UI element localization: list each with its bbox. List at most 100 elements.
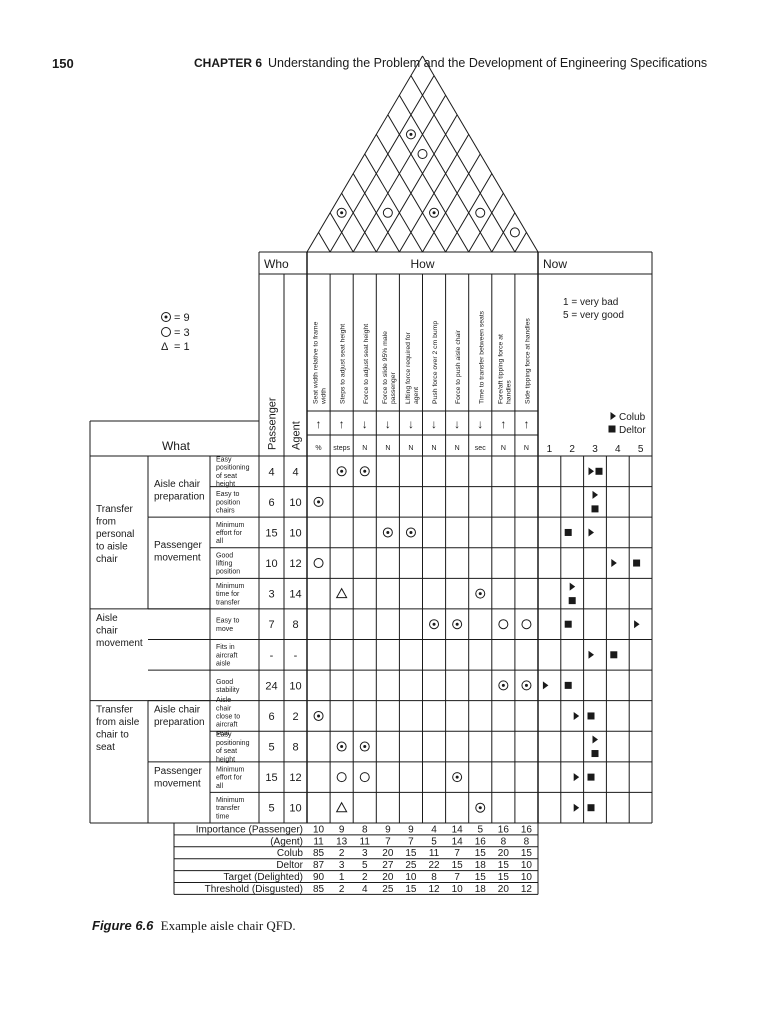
agent-weight: 4 [292,466,298,478]
direction-arrow: ↑ [500,417,506,431]
bottom-row-value: 11 [313,836,324,847]
deltor-rating-marker [568,597,576,605]
how-column-header: Seat width relative to frame [313,321,320,404]
roof-grid-line [422,55,539,253]
how-column-header: Fore/aft tipping force at [497,334,504,404]
unit-label: N [455,445,460,452]
relationship-symbol-dot [317,714,321,718]
bottom-row-value: 3 [362,848,368,859]
bottom-row-value: 10 [521,872,533,883]
subgroup-label: movement [154,553,201,564]
subgroup-label: Passenger [154,540,202,551]
now-scale-bad: 1 = very bad [563,297,618,308]
requirement-label: Fits in [216,644,235,651]
bottom-row-value: 5 [362,860,368,871]
requirement-label: Good [216,679,233,686]
relationship-symbol [336,772,347,783]
requirement-label: Easy [216,456,232,463]
unit-label: N [501,445,506,452]
bottom-row-value: 90 [313,872,325,883]
chapter-title: Understanding the Problem and the Develo… [268,56,708,70]
bottom-row-value: 10 [521,860,533,871]
bottom-row-value: 8 [524,836,530,847]
agent-weight: 10 [289,527,301,539]
deltor-rating-marker [591,505,599,513]
relationship-symbol-dot [501,683,505,687]
requirement-label: of seat [216,473,237,480]
relationship-symbol-dot [317,500,321,504]
relationship-symbol-dot [455,775,459,779]
subgroup-label: movement [154,778,201,789]
who-header: Who [264,257,289,271]
bottom-row-value: 8 [362,824,368,835]
how-header: How [410,257,434,271]
requirement-label: positioning [216,465,250,472]
unit-label: steps [333,445,350,452]
legend-medium-symbol [161,327,171,337]
legend-strong-label: = 9 [174,312,190,324]
requirement-label: aisle [216,660,231,667]
now-scale-number: 2 [569,444,575,455]
bottom-row-value: 8 [501,836,507,847]
how-column-header: Steps to adjust seat height [340,324,347,404]
group-label: chair [96,554,118,565]
legend-deltor-marker [608,425,616,433]
relationship-symbol [521,680,532,691]
roof-grid-line [410,75,516,253]
now-scale-number: 1 [547,444,553,455]
colub-rating-marker [588,467,594,476]
direction-arrow: ↓ [477,417,483,431]
bottom-row-value: 12 [428,884,440,895]
bottom-row-value: 9 [339,824,345,835]
how-column-header: Lifting force required for [405,331,412,404]
relationship-symbol-dot [340,469,344,473]
relationship-symbol [359,741,370,752]
bottom-row-value: 9 [385,824,391,835]
bottom-row-label: Importance (Passenger) [196,824,303,835]
deltor-rating-marker [595,467,603,475]
requirement-label: Easy to [216,618,239,625]
requirement-label: time for [216,591,240,598]
requirement-label: Minimum [216,797,245,804]
unit-label: N [408,445,413,452]
requirement-label: effort for [216,530,243,537]
passenger-weight: 15 [265,527,277,539]
roof-correlation-symbol [417,149,428,159]
agent-weight: 10 [289,497,301,509]
bottom-row-value: 10 [313,824,325,835]
bottom-row-value: 25 [382,884,394,895]
bottom-row-value: 27 [382,860,394,871]
chapter-label: CHAPTER 6 [194,56,263,70]
relationship-symbol [382,527,393,538]
now-scale-number: 3 [592,444,598,455]
bottom-row-value: 20 [498,848,510,859]
subgroup-label: preparation [154,492,205,503]
bottom-row-value: 20 [382,872,394,883]
bottom-row-value: 18 [475,860,487,871]
unit-label: N [362,445,367,452]
colub-rating-marker [588,528,594,537]
bottom-row-value: 3 [339,860,345,871]
bottom-row-value: 5 [477,824,483,835]
group-label: chair to [96,730,129,741]
requirement-label: stability [216,687,240,694]
group-label: personal [96,529,134,540]
bottom-row-value: 87 [313,860,325,871]
agent-weight: 10 [289,680,301,692]
deltor-rating-marker [564,528,572,536]
relationship-symbol [498,680,509,691]
figure-caption: Figure 6.6 Example aisle chair QFD. [92,918,296,934]
relationship-symbol [405,527,416,538]
legend-medium-label: = 3 [174,327,190,339]
subgroup-label: Aisle chair [154,479,201,490]
relationship-symbol [313,710,324,721]
agent-weight: 12 [289,772,301,784]
direction-arrow: ↓ [362,417,368,431]
unit-label: N [385,445,390,452]
roof-grid-line [352,173,400,253]
direction-arrow: ↑ [316,417,322,431]
direction-arrow: ↑ [339,417,345,431]
passenger-weight: 3 [268,589,274,601]
deltor-rating-marker [633,559,641,567]
legend-weak-label: = 1 [174,341,190,353]
